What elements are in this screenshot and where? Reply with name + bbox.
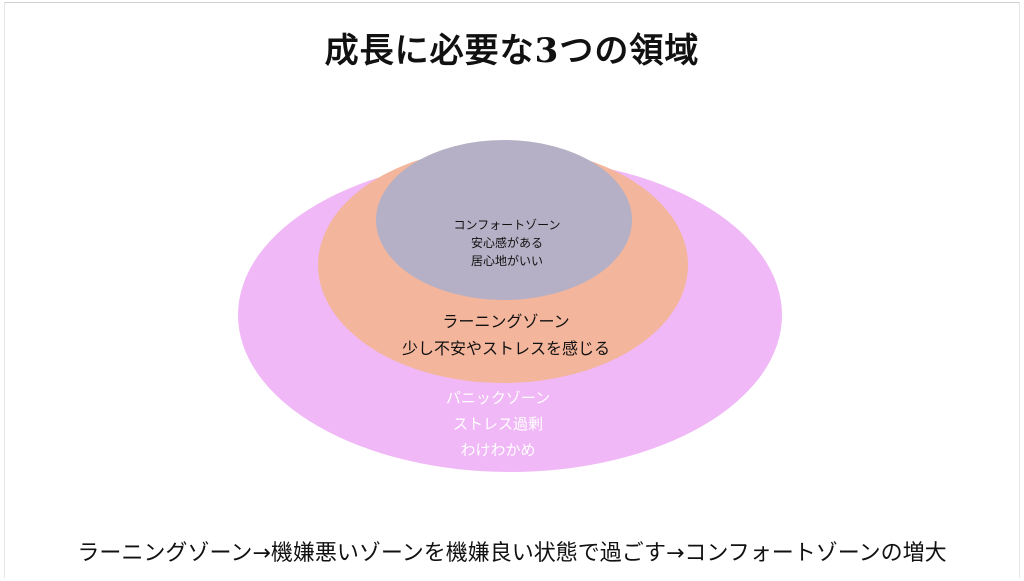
panic-zone-name: パニックゾーン	[446, 389, 550, 407]
panic-zone-desc-2: わけわかめ	[460, 441, 535, 459]
slide-title: 成長に必要な3つの領域	[324, 31, 700, 71]
comfort-zone-desc-1: 安心感がある	[471, 235, 543, 250]
comfort-zone-name: コンフォートゾーン	[453, 218, 560, 232]
panic-zone-desc-1: ストレス過剰	[453, 415, 543, 433]
summary-text: ラーニングゾーン→機嫌悪いゾーンを機嫌良い状態で過ごす→コンフォートゾーンの増大	[77, 541, 947, 566]
comfort-zone-ellipse	[376, 140, 632, 300]
learning-zone-name: ラーニングゾーン	[442, 312, 569, 331]
comfort-zone-desc-2: 居心地がいい	[471, 253, 543, 268]
learning-zone-desc: 少し不安やストレスを感じる	[402, 339, 610, 358]
